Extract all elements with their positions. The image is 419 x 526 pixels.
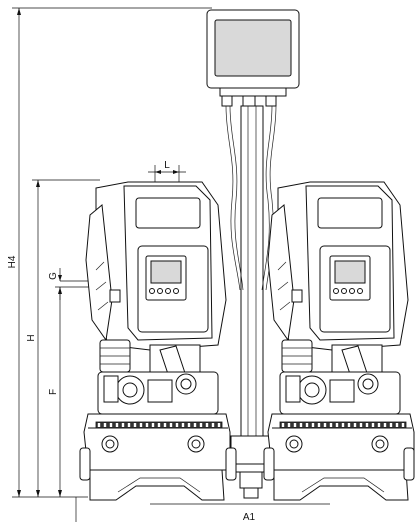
grill-slot [193,423,197,427]
pump-unit-left [79,181,237,501]
grill-slot [103,423,107,427]
grill-slot [305,423,309,427]
grill-slot [341,423,345,427]
grill-slot [109,423,113,427]
grill-slot [163,423,167,427]
label-g: G [48,272,59,280]
grill-slot [175,423,179,427]
grill-slot [389,423,393,427]
grill-slot [187,423,191,427]
grill-slot [311,423,315,427]
grill-slot [121,423,125,427]
dimension-labels: H4 H F G L A1 [7,160,256,523]
grill-slot [97,423,101,427]
grill-slot [353,423,357,427]
grill-slot [139,423,143,427]
grill-slot [287,423,291,427]
grill-slot [199,423,203,427]
grill-slot [145,423,149,427]
label-a1: A1 [243,512,256,523]
grill-slot [299,423,303,427]
grill-slot [323,423,327,427]
label-h4: H4 [7,255,18,268]
grill-slot [133,423,137,427]
grill-slot [377,423,381,427]
grill-slot [371,423,375,427]
grill-slot [317,423,321,427]
grill-right [279,421,407,429]
label-h: H [26,334,37,341]
grill-slot [293,423,297,427]
grill-slot [401,423,405,427]
grill-slot [211,423,215,427]
grill-slot [217,423,221,427]
grill-left [95,421,223,429]
label-l: L [164,160,170,171]
grill-slot [127,423,131,427]
grill-slot [205,423,209,427]
grill-slot [115,423,119,427]
grill-slot [347,423,351,427]
grill-slot [281,423,285,427]
grill-slot [151,423,155,427]
control-box [206,9,300,109]
grill-slot [157,423,161,427]
grill-slot [335,423,339,427]
grill-slot [383,423,387,427]
pump-unit-right [263,181,415,501]
grill-slot [359,423,363,427]
grill-slot [365,423,369,427]
grill-slot [395,423,399,427]
label-f: F [48,389,59,395]
grill-slot [169,423,173,427]
grill-slot [329,423,333,427]
grill-slot [181,423,185,427]
